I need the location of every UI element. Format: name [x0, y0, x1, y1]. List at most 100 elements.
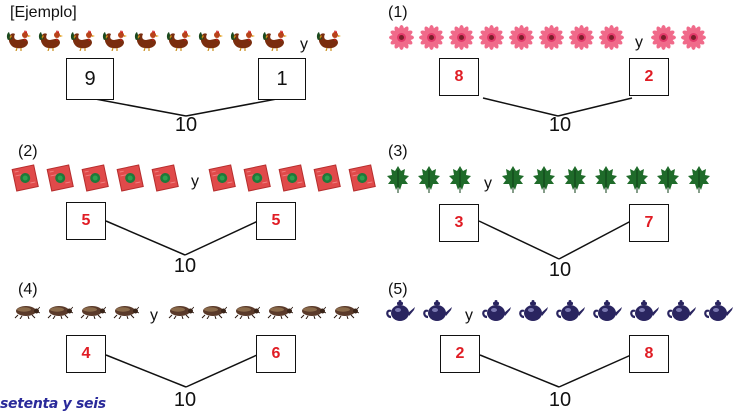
rooster-icon: [102, 29, 129, 56]
total-number: 10: [548, 259, 572, 281]
rooster-icon: [230, 29, 257, 56]
panel-label: (5): [388, 281, 408, 298]
green-leaf-icon: [686, 164, 712, 199]
green-leaf-icon: [531, 164, 557, 199]
gift-box-icon: [150, 162, 180, 197]
green-leaf-icon: [655, 164, 681, 199]
panel-4: (4) y 4 6 10: [0, 277, 370, 413]
item-row: y: [385, 165, 717, 193]
gift-box-icon: [10, 162, 40, 197]
pink-flower-icon: [449, 25, 474, 55]
green-leaf-icon: [500, 164, 526, 199]
panel-ejemplo: [Ejemplo] y 9 1 10: [0, 0, 370, 136]
teapot-icon: [422, 299, 454, 328]
connector-word: y: [465, 307, 473, 324]
item-row: y: [385, 299, 741, 328]
answer-box-right[interactable]: 7: [629, 204, 669, 242]
beetle-icon: [45, 303, 74, 324]
answer-box-left[interactable]: 2: [440, 335, 480, 373]
panel-3: (3) y 3 7 10: [383, 139, 741, 281]
right-number-box: 1: [258, 58, 306, 100]
connector-lines: [478, 220, 632, 260]
green-leaf-icon: [447, 164, 473, 199]
item-row: y: [10, 163, 382, 192]
answer-box-right[interactable]: 5: [256, 202, 296, 240]
page-footer: setenta y seis: [0, 396, 106, 412]
beetle-icon: [265, 303, 294, 324]
teapot-icon: [666, 299, 698, 328]
total-number: 10: [548, 389, 572, 411]
panel-label: (2): [18, 143, 38, 160]
pink-flower-icon: [539, 25, 564, 55]
pink-flower-icon: [569, 25, 594, 55]
green-leaf-icon: [624, 164, 650, 199]
total-number: 10: [173, 255, 197, 277]
rooster-icon: [198, 29, 225, 56]
gift-box-icon: [312, 162, 342, 197]
answer-box-right[interactable]: 8: [629, 335, 669, 373]
beetle-icon: [78, 303, 107, 324]
rooster-icon: [70, 29, 97, 56]
connector-lines: [105, 354, 258, 388]
left-number-box: 9: [66, 58, 114, 100]
pink-flower-icon: [479, 25, 504, 55]
connector-lines: [482, 97, 633, 117]
answer-box-right[interactable]: 2: [629, 58, 669, 96]
total-number: 10: [174, 114, 198, 136]
rooster-icon: [262, 29, 289, 56]
connector-word: y: [191, 173, 199, 190]
panel-5: (5) y 2 8 10: [383, 277, 741, 413]
item-row: y: [389, 25, 711, 55]
panel-label: (3): [388, 143, 408, 160]
total-number: 10: [173, 389, 197, 411]
teapot-icon: [385, 299, 417, 328]
teapot-icon: [481, 299, 513, 328]
beetle-icon: [232, 303, 261, 324]
beetle-icon: [12, 303, 41, 324]
pink-flower-icon: [389, 25, 414, 55]
panel-label: (1): [388, 4, 408, 21]
green-leaf-icon: [562, 164, 588, 199]
connector-word: y: [484, 175, 492, 192]
teapot-icon: [703, 299, 735, 328]
connector-word: y: [150, 307, 158, 324]
beetle-icon: [166, 303, 195, 324]
rooster-icon: [316, 29, 343, 56]
connector-lines: [479, 354, 632, 388]
answer-box-left[interactable]: 8: [439, 58, 479, 96]
answer-box-left[interactable]: 5: [66, 202, 106, 240]
gift-box-icon: [242, 162, 272, 197]
gift-box-icon: [277, 162, 307, 197]
beetle-icon: [199, 303, 228, 324]
green-leaf-icon: [593, 164, 619, 199]
panel-label: (4): [18, 281, 38, 298]
gift-box-icon: [80, 162, 110, 197]
green-leaf-icon: [385, 164, 411, 199]
teapot-icon: [555, 299, 587, 328]
pink-flower-icon: [651, 25, 676, 55]
answer-box-left[interactable]: 4: [66, 335, 106, 373]
item-row: y: [6, 29, 348, 56]
pink-flower-icon: [599, 25, 624, 55]
gift-box-icon: [347, 162, 377, 197]
gift-box-icon: [45, 162, 75, 197]
rooster-icon: [166, 29, 193, 56]
connector-word: y: [635, 34, 643, 51]
connector-lines: [105, 220, 259, 256]
connector-word: y: [300, 36, 308, 53]
rooster-icon: [6, 29, 33, 56]
green-leaf-icon: [416, 164, 442, 199]
rooster-icon: [134, 29, 161, 56]
gift-box-icon: [207, 162, 237, 197]
beetle-icon: [298, 303, 327, 324]
teapot-icon: [592, 299, 624, 328]
answer-box-right[interactable]: 6: [256, 335, 296, 373]
item-row: y: [12, 301, 364, 325]
answer-box-left[interactable]: 3: [439, 204, 479, 242]
total-number: 10: [548, 114, 572, 136]
rooster-icon: [38, 29, 65, 56]
panel-2: (2) y 5 5 10: [0, 139, 376, 277]
pink-flower-icon: [419, 25, 444, 55]
teapot-icon: [518, 299, 550, 328]
connector-lines: [89, 97, 283, 117]
